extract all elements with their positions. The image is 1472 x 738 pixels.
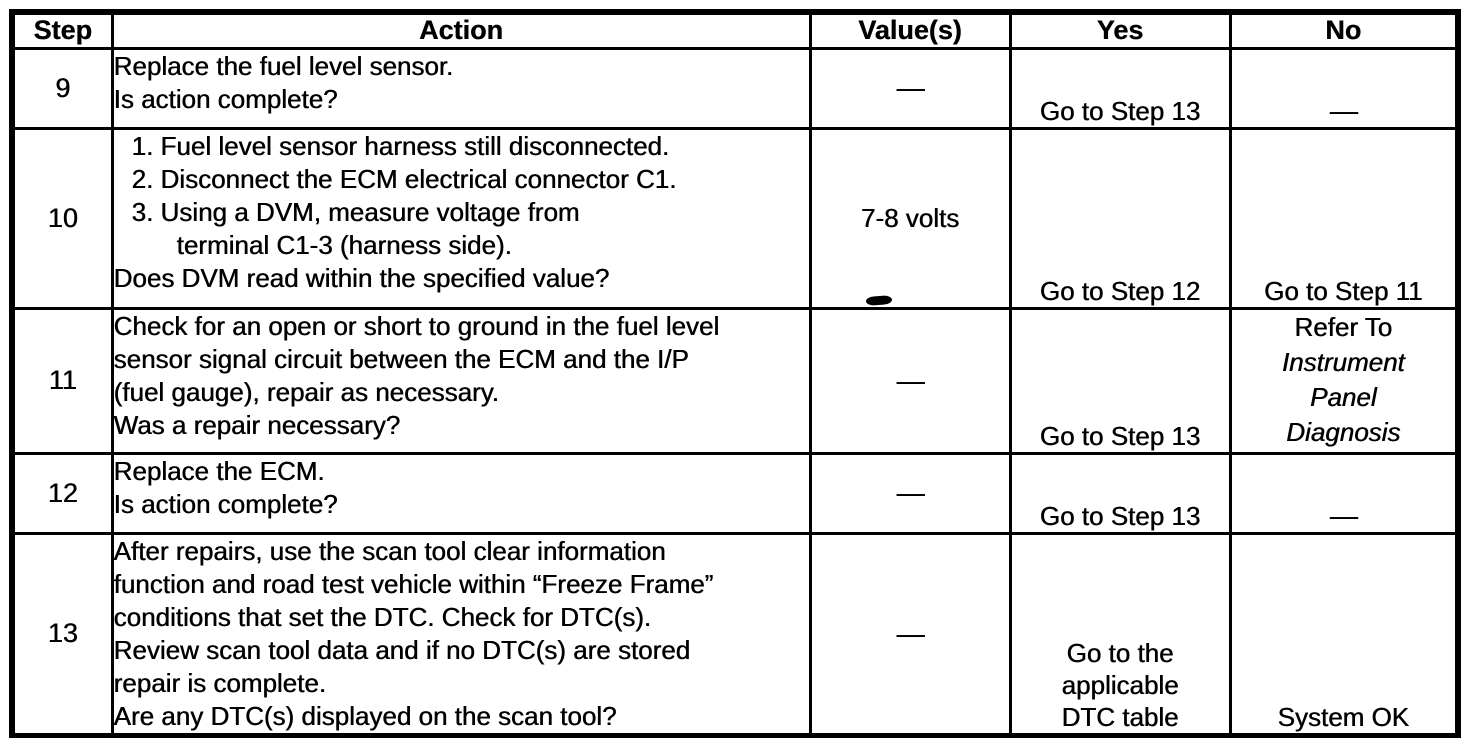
col-header-values: Value(s) bbox=[808, 10, 1012, 50]
yes-cell: Go to Step 13 bbox=[1008, 451, 1232, 535]
yes-line: applicable bbox=[1061, 669, 1179, 700]
action-cell: Check for an open or short to ground in … bbox=[110, 306, 812, 455]
header-row: Step Action Value(s) Yes No bbox=[10, 10, 1460, 50]
col-header-step: Step bbox=[10, 10, 114, 50]
no-cell: System OK bbox=[1228, 531, 1460, 737]
value-cell: — bbox=[808, 46, 1012, 130]
step-number: 11 bbox=[10, 306, 114, 455]
value-dash: — bbox=[896, 364, 925, 396]
value-cell: 7-8 volts bbox=[808, 126, 1012, 310]
yes-cell: Go to Step 13 bbox=[1008, 46, 1232, 130]
value-cell: — bbox=[808, 451, 1012, 535]
no-reference-title: Diagnosis bbox=[1286, 416, 1401, 447]
no-dash: — bbox=[1329, 499, 1358, 531]
action-question: Is action complete? bbox=[113, 488, 338, 519]
no-reference-title: Panel bbox=[1310, 381, 1377, 412]
action-cell: Replace the fuel level sensor. Is action… bbox=[110, 46, 812, 130]
action-line: function and road test vehicle within “F… bbox=[113, 568, 714, 599]
action-cell: Replace the ECM. Is action complete? bbox=[110, 451, 812, 535]
yes-line: Go to the bbox=[1066, 637, 1174, 668]
no-cell: Go to Step 11 bbox=[1228, 126, 1460, 310]
value-dash: — bbox=[896, 72, 925, 103]
no-refer-line: Refer To bbox=[1294, 311, 1393, 342]
action-line: conditions that set the DTC. Check for D… bbox=[113, 601, 652, 632]
col-header-yes: Yes bbox=[1008, 10, 1232, 50]
action-line: repair is complete. bbox=[113, 667, 326, 698]
table-row-step-13: 13 After repairs, use the scan tool clea… bbox=[10, 531, 1460, 737]
no-cell: — bbox=[1228, 46, 1460, 130]
action-line: After repairs, use the scan tool clear i… bbox=[113, 535, 666, 566]
step-number: 10 bbox=[10, 126, 114, 310]
action-list-continuation: terminal C1-3 (harness side). bbox=[176, 229, 512, 260]
action-question: Was a repair necessary? bbox=[113, 409, 401, 440]
yes-cell: Go to the applicable DTC table bbox=[1008, 531, 1232, 737]
no-dash: — bbox=[1329, 94, 1358, 126]
action-cell: 1. Fuel level sensor harness still disco… bbox=[110, 126, 812, 310]
col-header-action: Action bbox=[110, 10, 812, 50]
yes-line: DTC table bbox=[1061, 701, 1179, 732]
col-header-no: No bbox=[1228, 10, 1460, 50]
table-row-step-9: 9 Replace the fuel level sensor. Is acti… bbox=[10, 46, 1460, 130]
yes-cell: Go to Step 12 bbox=[1008, 126, 1232, 310]
no-reference-title: Instrument bbox=[1281, 346, 1405, 377]
action-list-item: 1. Fuel level sensor harness still disco… bbox=[131, 130, 670, 161]
no-cell: Refer To Instrument Panel Diagnosis bbox=[1228, 306, 1460, 455]
table-row-step-12: 12 Replace the ECM. Is action complete? … bbox=[10, 451, 1460, 535]
table-row-step-11: 11 Check for an open or short to ground … bbox=[10, 306, 1460, 455]
step-number: 13 bbox=[10, 531, 114, 737]
value-dash: — bbox=[896, 617, 925, 649]
step-number: 9 bbox=[10, 46, 114, 130]
action-list-item: 3. Using a DVM, measure voltage from bbox=[131, 196, 580, 227]
yes-cell: Go to Step 13 bbox=[1008, 306, 1232, 455]
action-list-item: 2. Disconnect the ECM electrical connect… bbox=[131, 163, 677, 194]
no-cell: — bbox=[1228, 451, 1460, 535]
value-cell: — bbox=[808, 531, 1012, 737]
action-question: Is action complete? bbox=[113, 83, 338, 114]
step-number: 12 bbox=[10, 451, 114, 535]
action-question: Does DVM read within the specified value… bbox=[113, 262, 610, 293]
action-cell: After repairs, use the scan tool clear i… bbox=[110, 531, 812, 737]
action-line: Replace the ECM. bbox=[113, 455, 325, 486]
action-line: Check for an open or short to ground in … bbox=[113, 310, 720, 341]
action-line: Review scan tool data and if no DTC(s) a… bbox=[113, 634, 691, 665]
diagnostic-table: Step Action Value(s) Yes No 9 Replace th… bbox=[9, 9, 1461, 738]
table-row-step-10: 10 1. Fuel level sensor harness still di… bbox=[10, 126, 1460, 310]
action-line: sensor signal circuit between the ECM an… bbox=[113, 343, 689, 374]
value-cell: — bbox=[808, 306, 1012, 455]
action-line: Replace the fuel level sensor. bbox=[113, 50, 454, 81]
action-line: (fuel gauge), repair as necessary. bbox=[113, 376, 499, 407]
value-dash: — bbox=[896, 477, 925, 508]
action-question: Are any DTC(s) displayed on the scan too… bbox=[113, 700, 617, 731]
